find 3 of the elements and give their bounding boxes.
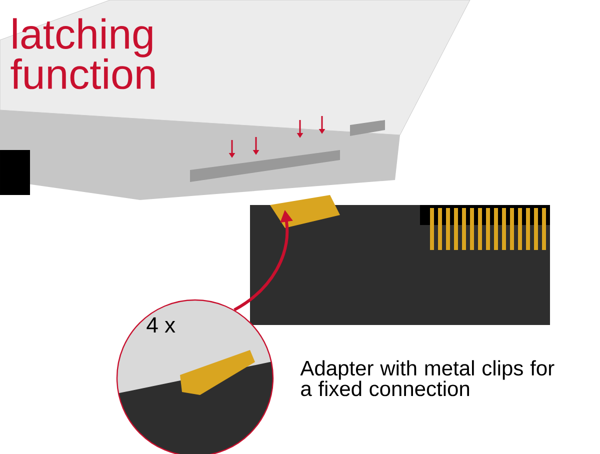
adapter-drawing bbox=[250, 195, 550, 325]
diagram-title: latching function bbox=[10, 18, 155, 90]
caption-text: Adapter with metal clips for a fixed connection bbox=[300, 360, 554, 396]
